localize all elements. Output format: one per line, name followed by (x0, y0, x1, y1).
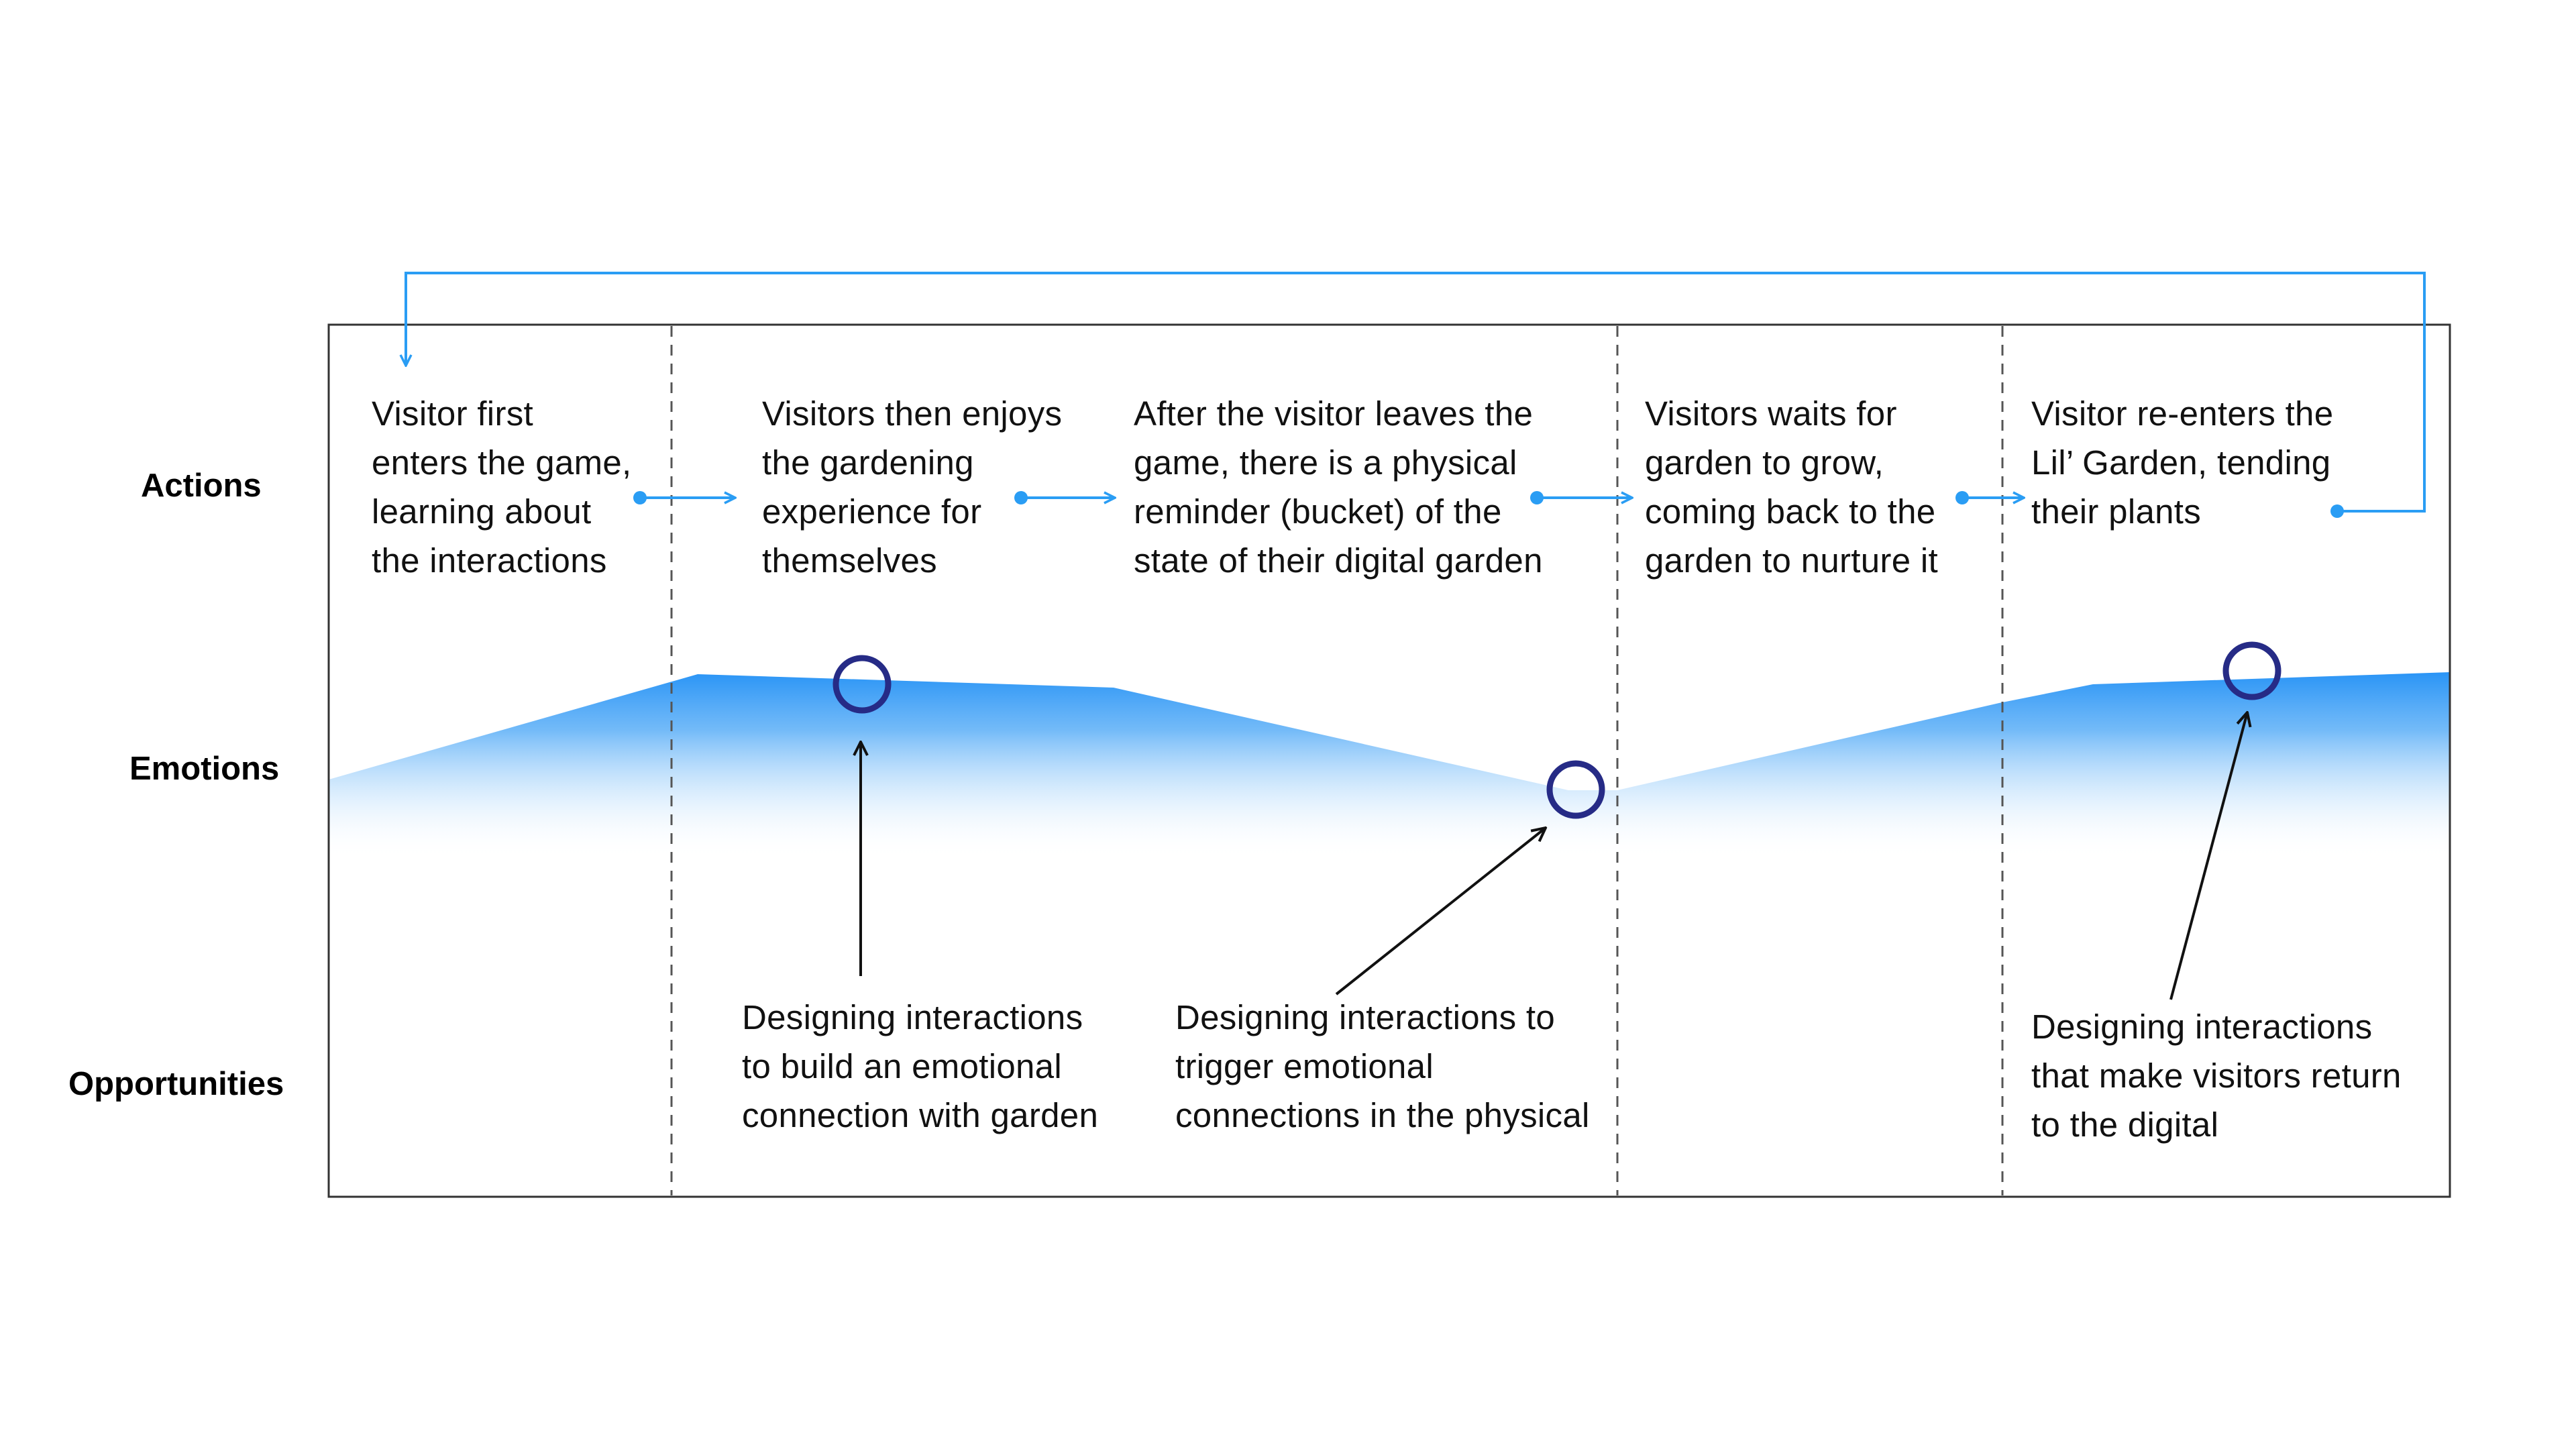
action-step-3: After the visitor leaves the game, there… (1134, 394, 1543, 580)
emotion-marker (2222, 641, 2282, 700)
row-label-emotions: Emotions (129, 751, 280, 787)
action-step-2: Visitors then enjoys the gardening exper… (762, 394, 1063, 580)
action-connector (1530, 491, 1632, 504)
loop-back-arrow (406, 272, 2426, 518)
action-connector (1955, 491, 2024, 504)
opportunity-pointer-arrow (2169, 712, 2247, 1000)
action-connector (633, 491, 735, 504)
action-step-1: Visitor first enters the game, learning … (372, 394, 632, 580)
journey-frame (327, 323, 2451, 1198)
opportunity-3: Designing interactions that make visitor… (2031, 1008, 2402, 1144)
opportunity-pointer-arrow (1335, 828, 1546, 996)
action-connector (1014, 491, 1115, 504)
emotion-curve-area (329, 672, 2450, 872)
emotion-marker (833, 655, 892, 714)
row-label-actions: Actions (141, 468, 262, 504)
action-step-5: Visitor re-enters the Lil’ Garden, tendi… (2031, 394, 2334, 531)
action-step-4: Visitors waits for garden to grow, comin… (1645, 394, 1938, 580)
emotion-marker (1546, 760, 1605, 819)
opportunity-2: Designing interactions to trigger emotio… (1175, 998, 1590, 1134)
opportunity-1: Designing interactions to build an emoti… (742, 998, 1099, 1134)
row-label-opportunities: Opportunities (68, 1066, 284, 1102)
